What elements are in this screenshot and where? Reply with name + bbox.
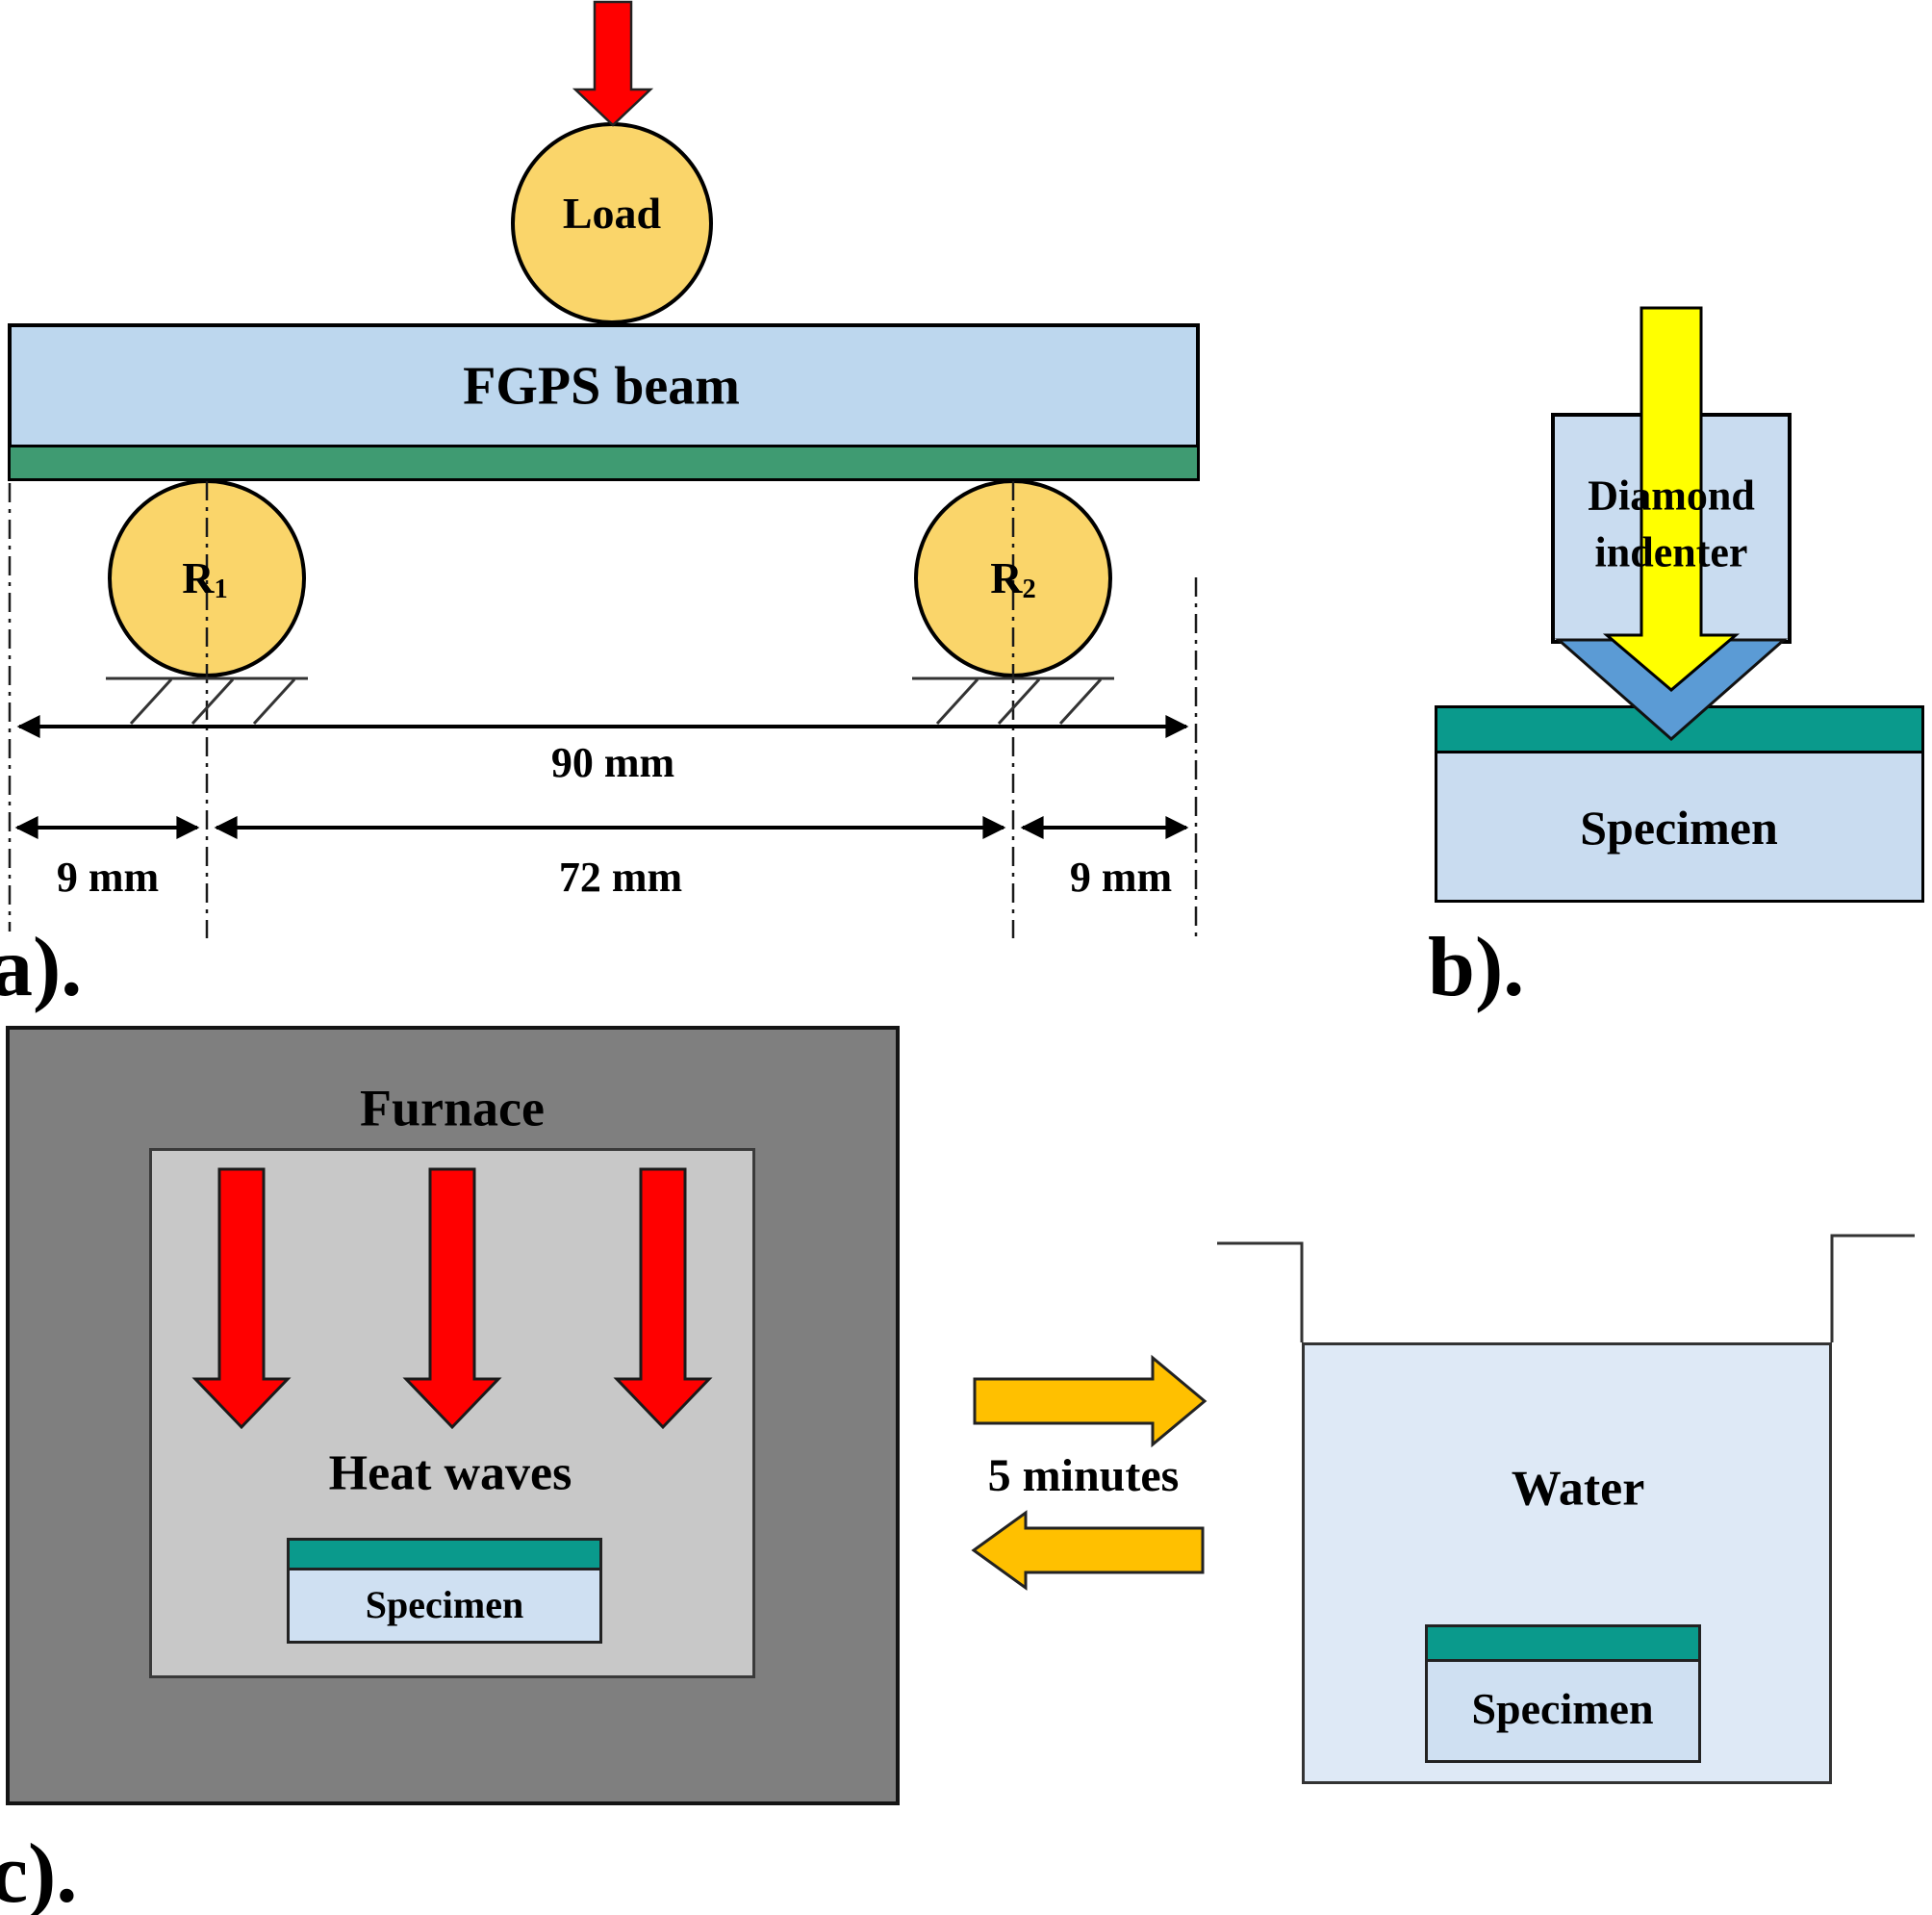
load-roller bbox=[511, 122, 713, 324]
support-r2-label: R2 bbox=[990, 552, 1036, 604]
heat-waves-label: Heat waves bbox=[328, 1445, 572, 1501]
specimen-coating-water bbox=[1425, 1624, 1701, 1662]
diamond-indenter-label: Diamond indenter bbox=[1588, 472, 1755, 576]
cycle-time-label: 5 minutes bbox=[987, 1449, 1180, 1501]
beaker-rim-left bbox=[1217, 1241, 1304, 1342]
specimen-coating-furnace bbox=[287, 1538, 602, 1570]
specimen-b-label: Specimen bbox=[1580, 800, 1778, 855]
beam-label: FGPS beam bbox=[463, 356, 740, 417]
furnace-label: Furnace bbox=[360, 1079, 545, 1137]
specimen-body-b bbox=[1435, 751, 1924, 903]
support-r1-label: R1 bbox=[182, 552, 228, 604]
specimen-water-label: Specimen bbox=[1471, 1683, 1654, 1733]
panel-a-tag: a). bbox=[0, 921, 83, 1014]
specimen-body-water bbox=[1425, 1659, 1701, 1763]
load-arrow-icon bbox=[572, 0, 654, 127]
dimension-left-label: 9 mm bbox=[56, 853, 160, 901]
water-label: Water bbox=[1511, 1461, 1645, 1517]
beaker-rim-right bbox=[1830, 1234, 1915, 1342]
ground-hatch-r2 bbox=[912, 677, 1114, 726]
dimension-total-label: 90 mm bbox=[550, 738, 675, 786]
dimension-right-label: 9 mm bbox=[1069, 853, 1173, 901]
panel-b-tag: b). bbox=[1428, 921, 1525, 1014]
dimension-span-label: 72 mm bbox=[558, 853, 683, 901]
panel-c-tag: c). bbox=[0, 1827, 78, 1915]
transfer-right-arrow-icon bbox=[973, 1354, 1208, 1448]
specimen-coating-b bbox=[1435, 705, 1924, 753]
load-label: Load bbox=[562, 188, 662, 238]
specimen-body-furnace bbox=[287, 1568, 602, 1644]
transfer-left-arrow-icon bbox=[971, 1510, 1205, 1591]
specimen-furnace-label: Specimen bbox=[365, 1583, 524, 1626]
fgps-beam bbox=[8, 323, 1200, 448]
beam-coating-strip bbox=[8, 445, 1200, 481]
ground-hatch-r1 bbox=[106, 677, 308, 726]
